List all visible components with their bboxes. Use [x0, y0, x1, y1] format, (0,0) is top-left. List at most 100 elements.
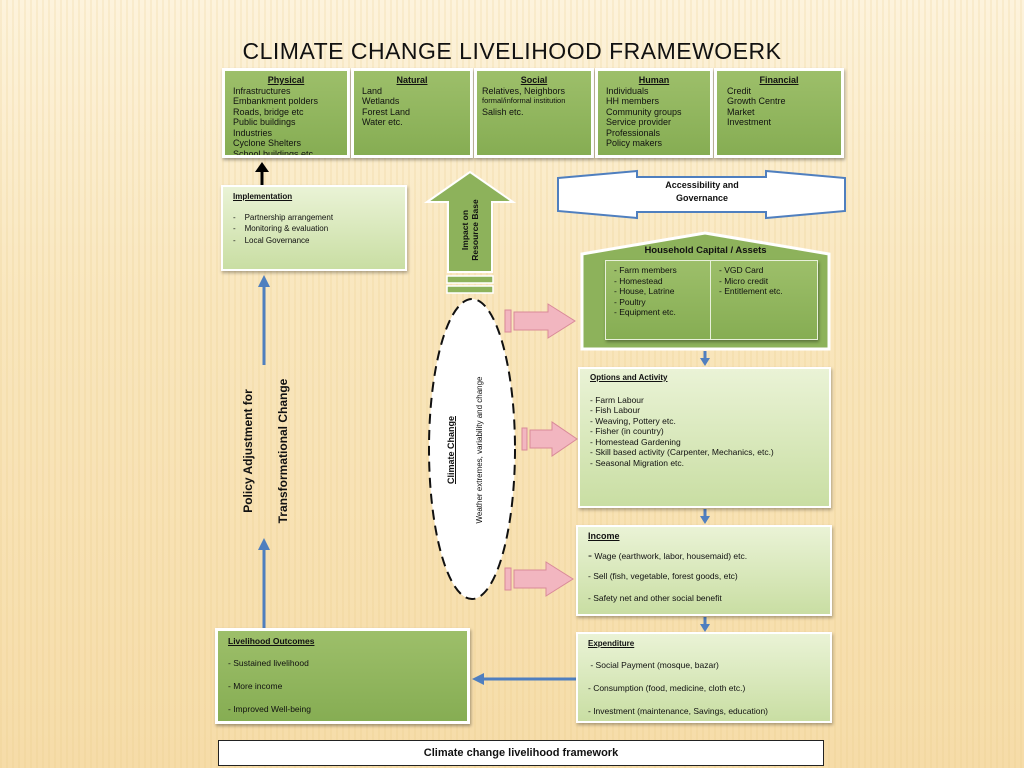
- household-asset: - Entitlement etc.: [719, 286, 783, 296]
- household-asset: - VGD Card: [719, 265, 764, 275]
- blue-down-arrow: [700, 617, 710, 632]
- blue-down-arrow: [700, 351, 710, 366]
- expenditure-item: - Consumption (food, medicine, cloth etc…: [588, 683, 746, 693]
- human-capital-box: Human Individuals HH members Community g…: [595, 68, 713, 158]
- physical-item: Cyclone Shelters: [233, 138, 302, 148]
- accessibility-double-arrow: [557, 169, 846, 220]
- climate-change-subtitle: Weather extremes, variability and change: [475, 376, 484, 524]
- human-item: Community groups: [606, 106, 682, 117]
- household-asset: - Poultry: [614, 296, 646, 307]
- natural-item: Land: [362, 85, 383, 96]
- household-divider: [710, 261, 711, 339]
- natural-item: Water etc.: [362, 117, 403, 127]
- physical-item: Embankment polders: [233, 96, 319, 106]
- impact-arrow-label: Impact on Resource Base: [460, 190, 484, 270]
- options-activity-title: Options and Activity: [590, 373, 668, 382]
- human-item: Service provider: [606, 117, 672, 127]
- pink-arrow-middle: [521, 421, 578, 457]
- impact-label-line1: Impact on: [460, 209, 470, 251]
- human-item: Professionals: [606, 127, 661, 138]
- physical-capital-box: Physical Infrastructures Embankment pold…: [222, 68, 350, 158]
- physical-item: Infrastructures: [233, 85, 291, 96]
- expenditure-item: - Investment (maintenance, Savings, educ…: [588, 706, 769, 716]
- social-item: formal/informal institution: [482, 96, 566, 105]
- household-asset: - Micro credit: [719, 275, 769, 286]
- options-activity-box: Options and Activity - Farm Labour - Fis…: [578, 367, 831, 508]
- activity-item: - Skill based activity (Carpenter, Mecha…: [590, 447, 774, 457]
- financial-item: Investment: [727, 117, 772, 127]
- social-capital-box: Social Relatives, Neighbors formal/infor…: [474, 68, 594, 158]
- black-up-arrow: [255, 162, 269, 185]
- blue-left-arrow: [472, 673, 576, 685]
- household-asset: - Homestead: [614, 275, 663, 286]
- activity-item: - Fisher (in country): [590, 426, 664, 436]
- income-title: Income: [588, 531, 620, 541]
- natural-item: Wetlands: [362, 96, 400, 106]
- accessibility-line2: Governance: [675, 193, 729, 203]
- household-asset: - Farm members: [614, 265, 677, 275]
- blue-up-arrow-lower: [258, 538, 270, 630]
- expenditure-title: Expenditure: [588, 639, 635, 648]
- household-asset: - Equipment etc.: [614, 307, 676, 317]
- social-capital-title: Social: [520, 75, 548, 85]
- financial-item: Growth Centre: [727, 96, 786, 106]
- livelihood-outcomes-box: Livelihood Outcomes - Sustained liveliho…: [215, 628, 470, 724]
- blue-down-arrow: [700, 509, 710, 524]
- income-item: - Safety net and other social benefit: [588, 593, 722, 603]
- financial-capital-title: Financial: [759, 75, 799, 85]
- implementation-box: Implementation - Partnership arrangement…: [221, 185, 407, 271]
- implementation-title: Implementation: [233, 192, 293, 201]
- physical-capital-title: Physical: [267, 75, 305, 85]
- human-capital-title: Human: [638, 75, 670, 85]
- social-item: Salish etc.: [482, 106, 524, 117]
- household-title: Household Capital / Assets: [644, 245, 767, 256]
- household-asset: - House, Latrine: [614, 286, 675, 296]
- outcome-item: - More income: [228, 681, 283, 691]
- physical-item: Public buildings: [233, 117, 296, 127]
- transformational-change-label: Transformational Change: [276, 378, 290, 524]
- social-item: Relatives, Neighbors: [482, 85, 566, 96]
- household-left-list: - Farm members - Homestead - House, Latr…: [614, 265, 710, 318]
- financial-capital-box: Financial Credit Growth Centre Market In…: [714, 68, 844, 158]
- outcome-item: - Sustained livelihood: [228, 658, 309, 668]
- income-item: - Wage (earthwork, labor, housemaid) etc…: [588, 548, 748, 562]
- implementation-item: - Partnership arrangement: [233, 212, 334, 222]
- income-item: - Sell (fish, vegetable, forest goods, e…: [588, 571, 738, 581]
- activity-item: - Farm Labour: [590, 394, 644, 405]
- activity-item: - Weaving, Pottery etc.: [590, 415, 676, 426]
- pink-arrow-top: [504, 303, 576, 339]
- income-box: Income - Wage (earthwork, labor, housema…: [576, 525, 832, 616]
- physical-item: School buildings etc: [233, 148, 314, 158]
- household-assets-panel: - Farm members - Homestead - House, Latr…: [605, 260, 818, 340]
- impact-label-line2: Resource Base: [470, 199, 480, 261]
- page-title: CLIMATE CHANGE LIVELIHOOD FRAMEWOERK: [242, 38, 782, 64]
- implementation-item: - Local Governance: [233, 235, 310, 245]
- physical-item: Roads, bridge etc: [233, 106, 304, 117]
- climate-change-ellipse: [428, 298, 516, 600]
- activity-item: - Homestead Gardening: [590, 436, 681, 447]
- human-item: HH members: [606, 96, 660, 106]
- household-right-list: - VGD Card - Micro credit - Entitlement …: [719, 265, 815, 297]
- blue-up-arrow-upper: [258, 275, 270, 365]
- figure-caption: Climate change livelihood framework: [218, 740, 824, 766]
- human-item: Policy makers: [606, 138, 663, 148]
- accessibility-line1: Accessibility and: [665, 180, 739, 190]
- livelihood-outcomes-title: Livelihood Outcomes: [228, 636, 315, 646]
- natural-capital-box: Natural Land Wetlands Forest Land Water …: [351, 68, 473, 158]
- activity-item: - Seasonal Migration etc.: [590, 457, 685, 468]
- climate-change-title: Climate Change: [446, 416, 456, 485]
- accessibility-label: Accessibility and Governance: [640, 179, 764, 205]
- financial-item: Market: [727, 106, 755, 117]
- activity-item: - Fish Labour: [590, 405, 641, 415]
- outcome-item: - Improved Well-being: [228, 704, 311, 714]
- implementation-item: - Monitoring & evaluation: [233, 224, 329, 233]
- pink-arrow-bottom: [504, 561, 574, 597]
- physical-item: Industries: [233, 127, 273, 138]
- natural-capital-title: Natural: [396, 75, 428, 85]
- expenditure-item: - Social Payment (mosque, bazar): [588, 660, 719, 670]
- impact-up-arrow: [423, 170, 517, 294]
- human-item: Individuals: [606, 85, 649, 96]
- expenditure-box: Expenditure - Social Payment (mosque, ba…: [576, 632, 832, 723]
- natural-item: Forest Land: [362, 106, 411, 117]
